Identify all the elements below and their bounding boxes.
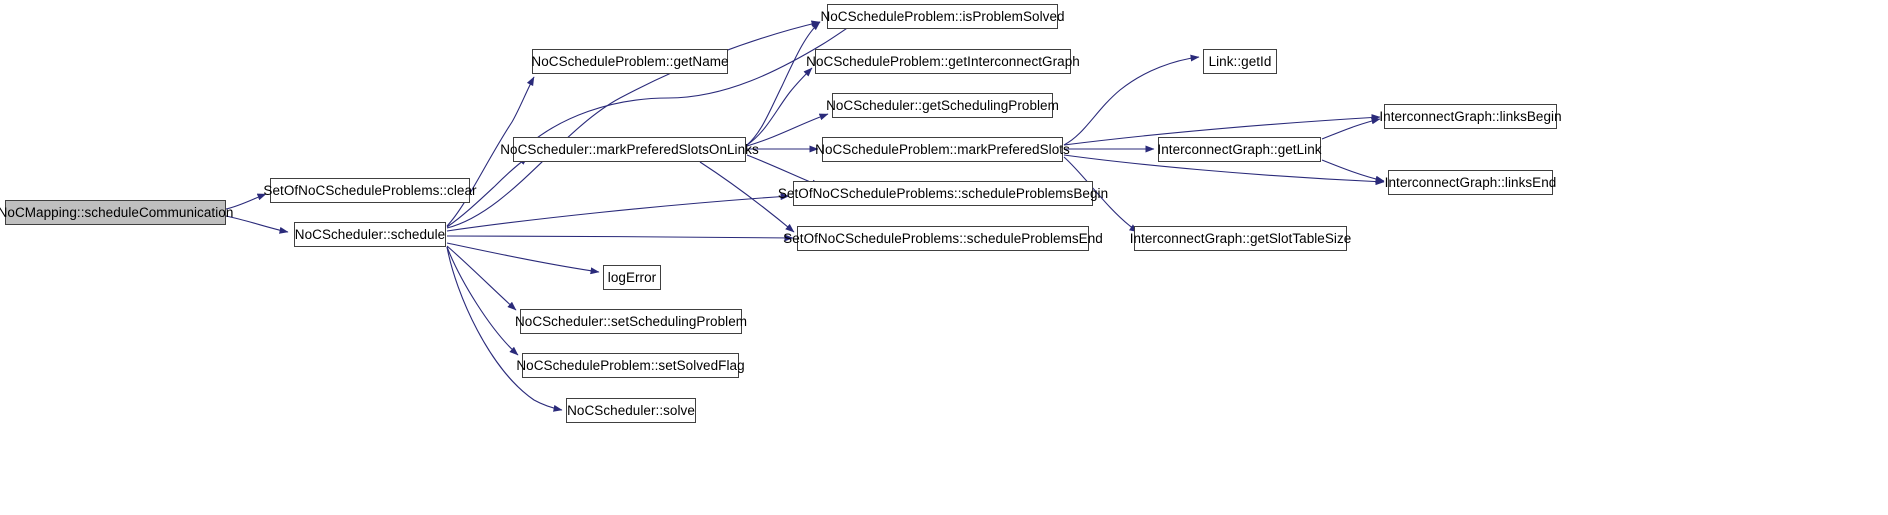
graph-node-isProblemSolved[interactable]: NoCScheduleProblem::isProblemSolved <box>820 4 1065 29</box>
graph-edge-schedule-to-setSolvedFlag <box>446 246 519 356</box>
graph-node-label: InterconnectGraph::linksBegin <box>1379 108 1562 124</box>
graph-node-label: InterconnectGraph::getSlotTableSize <box>1129 230 1352 246</box>
graph-edge-schedule-to-schedProbBegin <box>446 193 790 232</box>
graph-node-getSchedProb[interactable]: NoCScheduler::getSchedulingProblem <box>826 93 1059 118</box>
graph-edge-markPreferedSlots-to-linkGetId <box>1063 54 1200 146</box>
graph-node-label: NoCScheduler::schedule <box>294 226 446 242</box>
graph-node-label: logError <box>607 269 657 285</box>
graph-node-markPreferedSlots[interactable]: NoCScheduleProblem::markPreferedSlots <box>815 137 1070 162</box>
graph-edge-markOnLinks-to-getName <box>527 17 863 146</box>
graph-edge-getLink-to-linksEnd <box>1321 159 1385 183</box>
graph-node-logError[interactable]: logError <box>603 265 661 290</box>
graph-edge-root-to-schedule <box>225 215 289 234</box>
graph-node-schedProbBegin[interactable]: SetOfNoCScheduleProblems::scheduleProble… <box>778 181 1108 206</box>
graph-node-root[interactable]: NoCMapping::scheduleCommunication <box>0 200 233 225</box>
graph-node-label: Link::getId <box>1208 53 1272 69</box>
graph-node-setSchedProb[interactable]: NoCScheduler::setSchedulingProblem <box>515 309 747 334</box>
graph-node-label: NoCScheduler::markPreferedSlotsOnLinks <box>500 141 759 157</box>
graph-node-getInterconnect[interactable]: NoCScheduleProblem::getInterconnectGraph <box>806 49 1080 74</box>
graph-node-label: SetOfNoCScheduleProblems::scheduleProble… <box>783 230 1103 246</box>
graph-node-label: NoCScheduleProblem::setSolvedFlag <box>516 357 745 373</box>
graph-node-label: NoCScheduler::getSchedulingProblem <box>826 97 1059 113</box>
graph-node-label: NoCScheduleProblem::isProblemSolved <box>820 8 1065 24</box>
graph-node-label: SetOfNoCScheduleProblems::clear <box>263 182 477 198</box>
graph-node-clear[interactable]: SetOfNoCScheduleProblems::clear <box>263 178 477 203</box>
graph-node-label: NoCScheduler::solve <box>567 402 695 418</box>
graph-node-schedule[interactable]: NoCScheduler::schedule <box>294 222 446 247</box>
graph-node-label: SetOfNoCScheduleProblems::scheduleProble… <box>777 185 1109 201</box>
graph-node-linkGetId[interactable]: Link::getId <box>1203 49 1277 74</box>
graph-node-markOnLinks[interactable]: NoCScheduler::markPreferedSlotsOnLinks <box>500 137 759 162</box>
graph-node-schedProbEnd[interactable]: SetOfNoCScheduleProblems::scheduleProble… <box>783 226 1103 251</box>
graph-node-setSolvedFlag[interactable]: NoCScheduleProblem::setSolvedFlag <box>516 353 745 378</box>
graph-edge-markOnLinks-to-schedProbEnd <box>699 161 795 233</box>
graph-edge-schedule-to-setSchedProb <box>446 245 517 311</box>
graph-node-linksBegin[interactable]: InterconnectGraph::linksBegin <box>1379 104 1562 129</box>
graph-node-label: NoCScheduleProblem::getName <box>531 53 729 69</box>
graph-node-getName[interactable]: NoCScheduleProblem::getName <box>531 49 729 74</box>
graph-node-solve[interactable]: NoCScheduler::solve <box>566 398 696 423</box>
graph-edge-schedule-to-schedProbEnd <box>446 234 794 242</box>
graph-node-label: NoCScheduleProblem::getInterconnectGraph <box>806 53 1080 69</box>
graph-node-label: NoCScheduler::setSchedulingProblem <box>514 313 748 329</box>
edges-group <box>225 17 1385 412</box>
graph-node-getSlotTableSize[interactable]: InterconnectGraph::getSlotTableSize <box>1130 226 1351 251</box>
graph-edge-markOnLinks-to-getInterconnect <box>746 67 813 146</box>
graph-edge-markOnLinks-to-getSchedProb <box>746 113 829 147</box>
graph-node-linksEnd[interactable]: InterconnectGraph::linksEnd <box>1385 170 1556 195</box>
graph-edge-markOnLinks-to-isProblemSolved <box>746 21 821 146</box>
graph-node-label: NoCScheduleProblem::markPreferedSlots <box>815 141 1070 157</box>
graph-node-label: InterconnectGraph::linksEnd <box>1384 174 1557 190</box>
graph-node-getLink[interactable]: InterconnectGraph::getLink <box>1157 137 1322 162</box>
graph-node-label: InterconnectGraph::getLink <box>1157 141 1322 157</box>
graph-edge-getLink-to-linksBegin <box>1321 117 1381 140</box>
graph-node-label: NoCMapping::scheduleCommunication <box>0 204 234 220</box>
graph-edge-root-to-clear <box>225 193 267 210</box>
graph-edge-schedule-to-logError <box>446 242 600 275</box>
